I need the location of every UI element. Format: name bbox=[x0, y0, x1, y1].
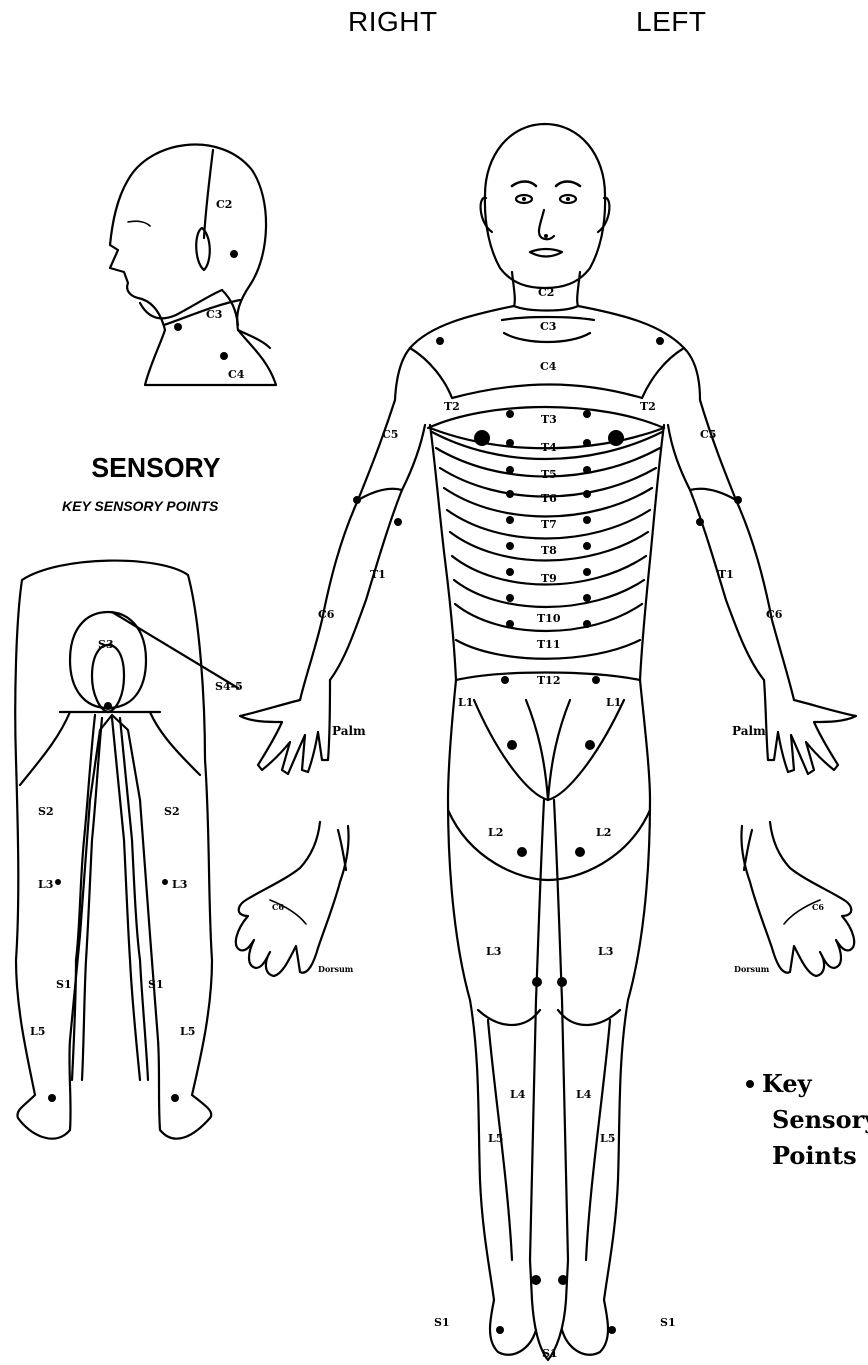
front-body: C2 C3 C4 T2 T2 T3 T4 T5 T6 T7 T8 T9 T10 … bbox=[240, 124, 856, 1360]
front-label-c6-right: C6 bbox=[318, 608, 335, 621]
front-label-t4: T4 bbox=[541, 441, 557, 454]
front-label-l5-right: L5 bbox=[488, 1132, 503, 1145]
front-label-l2-left: L2 bbox=[596, 826, 611, 839]
front-label-t9: T9 bbox=[541, 572, 557, 585]
front-label-t1-right: T1 bbox=[370, 568, 386, 581]
head-profile: C2 C3 C4 bbox=[110, 145, 276, 385]
front-label-t8: T8 bbox=[541, 544, 557, 557]
front-label-c3: C3 bbox=[540, 320, 556, 333]
front-label-l3-left: L3 bbox=[598, 945, 613, 958]
palm-label-right: Palm bbox=[332, 724, 366, 738]
back-label-l5-left: L5 bbox=[180, 1025, 195, 1038]
dorsum-hand-left: Dorsum C6 bbox=[734, 822, 854, 976]
neck-label-c3: C3 bbox=[206, 308, 222, 321]
back-label-s45: S4-5 bbox=[215, 680, 243, 693]
front-label-c5-right: C5 bbox=[382, 428, 398, 441]
head-label-c2: C2 bbox=[216, 198, 232, 211]
front-label-t2-right: T2 bbox=[444, 400, 460, 413]
front-label-t10: T10 bbox=[537, 612, 561, 625]
front-label-t3: T3 bbox=[541, 413, 557, 426]
front-label-l3-right: L3 bbox=[486, 945, 501, 958]
palm-label-left: Palm bbox=[732, 724, 766, 738]
back-label-l3-left: L3 bbox=[172, 878, 187, 891]
front-label-t5: T5 bbox=[541, 468, 557, 481]
back-label-s3: S3 bbox=[98, 638, 114, 651]
front-label-t12: T12 bbox=[537, 674, 561, 687]
back-label-l5-right: L5 bbox=[30, 1025, 45, 1038]
back-label-s2-left: S2 bbox=[164, 805, 180, 818]
front-label-l1-right: L1 bbox=[458, 696, 473, 709]
back-label-s1-right: S1 bbox=[56, 978, 72, 991]
front-label-t2-left: T2 bbox=[640, 400, 656, 413]
dorsum-c6-left: C6 bbox=[812, 902, 824, 912]
front-label-c6-left: C6 bbox=[766, 608, 783, 621]
back-label-s1-left: S1 bbox=[148, 978, 164, 991]
dorsum-label-right: Dorsum bbox=[318, 964, 354, 974]
front-label-l4-right: L4 bbox=[510, 1088, 526, 1101]
dorsum-label-left: Dorsum bbox=[734, 964, 770, 974]
front-label-t7: T7 bbox=[541, 518, 557, 531]
front-label-c5-left: C5 bbox=[700, 428, 716, 441]
front-label-c4: C4 bbox=[540, 360, 557, 373]
shoulder-label-c4: C4 bbox=[228, 368, 245, 381]
front-label-s1-left: S1 bbox=[660, 1316, 676, 1329]
front-label-l5-left: L5 bbox=[600, 1132, 615, 1145]
front-label-l1-left: L1 bbox=[606, 696, 621, 709]
back-label-s2-right: S2 bbox=[38, 805, 54, 818]
dorsum-hand-right: Dorsum C6 bbox=[236, 822, 354, 976]
front-label-t11: T11 bbox=[537, 638, 561, 651]
front-label-t6: T6 bbox=[541, 492, 557, 505]
front-label-c2: C2 bbox=[538, 286, 554, 299]
posterior-legs: S3 S4-5 S2 S2 L3 L3 S1 S1 L5 L5 bbox=[15, 561, 243, 1139]
back-label-l3-right: L3 bbox=[38, 878, 53, 891]
front-label-l2-right: L2 bbox=[488, 826, 503, 839]
front-label-s1-right: S1 bbox=[434, 1316, 450, 1329]
front-label-s1-center: S1 bbox=[542, 1347, 558, 1360]
dorsum-c6-right: C6 bbox=[272, 902, 284, 912]
front-label-t1-left: T1 bbox=[718, 568, 734, 581]
front-label-l4-left: L4 bbox=[576, 1088, 592, 1101]
